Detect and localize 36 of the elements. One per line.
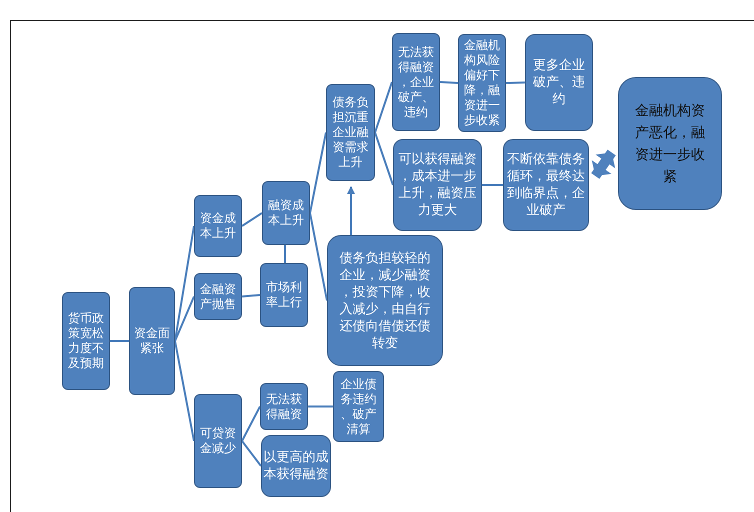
connector-line xyxy=(241,440,262,467)
connector-line xyxy=(174,340,195,442)
connector-line xyxy=(174,296,195,342)
process-box: 无法获得融资，企业破产、违约 xyxy=(392,33,440,131)
connector-line xyxy=(110,340,129,342)
process-box: 市场利率上行 xyxy=(260,263,308,327)
process-box: 金融资产抛售 xyxy=(194,273,242,320)
connector-line xyxy=(242,294,260,298)
connector-line xyxy=(506,82,526,84)
process-box: 可贷资金减少 xyxy=(194,394,242,488)
process-box: 资金面紧张 xyxy=(129,287,175,395)
process-box: 债务负担较轻的企业，减少融资，投资下降，收入减少，由自行还债向借债还债转变 xyxy=(327,235,443,366)
process-box: 不断依靠债务循环，最终达到临界点，企业破产 xyxy=(503,139,589,231)
process-box: 融资成本上升 xyxy=(262,181,310,245)
process-box: 金融机构资产恶化，融资进一步收紧 xyxy=(618,77,722,210)
connector-line xyxy=(308,406,333,408)
process-box: 货币政策宽松力度不及预期 xyxy=(62,292,110,390)
connector-line xyxy=(440,81,458,84)
process-box: 企业债务违约、破产清算 xyxy=(333,371,384,442)
process-box: 可以获得融资，成本进一步上升，融资压力更大 xyxy=(393,139,482,231)
process-box: 无法获得融资 xyxy=(260,383,308,430)
arrow xyxy=(347,186,355,235)
process-box: 金融机构风险偏好下降，融资进一步收紧 xyxy=(458,34,506,132)
connector-line xyxy=(309,212,328,301)
process-box: 以更高的成本获得融资 xyxy=(261,435,331,497)
process-box: 更多企业破产、违约 xyxy=(525,34,593,131)
connector-line xyxy=(482,184,503,186)
process-box: 资金成本上升 xyxy=(194,195,242,257)
connector-line xyxy=(374,82,393,133)
connector-line xyxy=(241,406,261,442)
connector-line xyxy=(374,132,394,186)
connector-line xyxy=(241,212,263,227)
double-arrow xyxy=(591,150,616,179)
connector-line xyxy=(309,132,327,214)
process-box: 债务负担沉重企业融资需求上升 xyxy=(326,84,375,181)
connector-line xyxy=(284,245,286,263)
